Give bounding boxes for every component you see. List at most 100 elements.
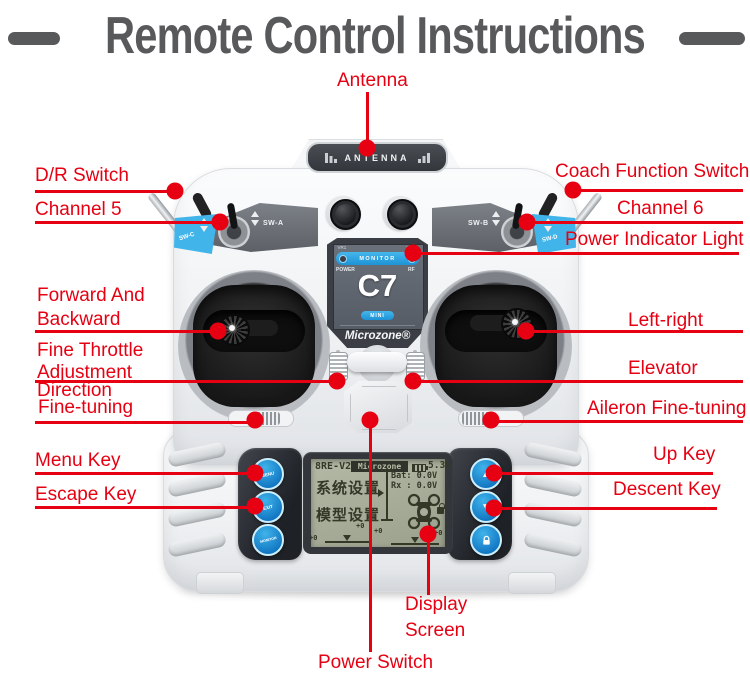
label-power-switch: Power Switch xyxy=(318,652,434,673)
callout-dot-power-indicator xyxy=(404,244,422,262)
label-coach-function-switch: Coach Function Switch xyxy=(555,161,750,182)
callout-line-menu-key xyxy=(35,472,256,475)
label-adjustment: Adjustment xyxy=(37,362,133,383)
callout-line-dr-switch xyxy=(35,190,176,193)
power-switch-inner xyxy=(350,386,408,430)
sw-d-down-arrow-icon xyxy=(544,226,552,232)
callout-dot-channel6 xyxy=(518,213,536,231)
callout-dot-up-key xyxy=(485,464,503,482)
callout-line-forward-backward xyxy=(35,330,219,333)
lcd-trim-bar-right xyxy=(391,543,439,545)
rf-screen-label: RF xyxy=(408,267,415,273)
lcd-trim-zero-1: +0 xyxy=(309,534,318,542)
callout-line-fine-throttle xyxy=(35,380,338,383)
callout-dot-power-switch xyxy=(361,411,379,429)
label-up-key: Up Key xyxy=(653,444,716,465)
left-blue-wedge: SW-C xyxy=(174,214,218,254)
label-elevator: Elevator xyxy=(628,358,698,379)
callout-dot-menu-key xyxy=(246,464,264,482)
lcd-lock-shackle xyxy=(438,503,445,509)
power-screen-label: POWER xyxy=(336,267,355,273)
left-foot xyxy=(196,572,244,594)
lcd-bat-line: Bat: 0.0V xyxy=(391,471,438,481)
lcd-voltage: 5.3V xyxy=(428,460,451,471)
label-channel6: Channel 6 xyxy=(617,198,704,219)
callout-line-coach xyxy=(572,189,743,192)
callout-dot-fine-throttle xyxy=(328,372,346,390)
callout-line-left-right xyxy=(526,330,743,333)
lcd-trim-zero-3: +0 xyxy=(374,527,383,535)
label-channel5: Channel 5 xyxy=(35,199,122,220)
callout-line-antenna xyxy=(366,92,369,149)
callout-dot-descent-key xyxy=(485,499,503,517)
page-title: Remote Control Instructions xyxy=(104,7,646,65)
lcd-model: 8RE-V2 xyxy=(315,461,352,472)
callout-dot-aileron-trim xyxy=(482,411,500,429)
label-forward-and: Forward And xyxy=(37,285,145,306)
callout-line-power-indicator xyxy=(413,252,739,255)
lcd-trim-zero-2: +0 xyxy=(356,522,365,530)
screen-divider xyxy=(340,325,415,326)
lcd-gauge-marker xyxy=(378,489,384,497)
label-left-right: Left-right xyxy=(628,310,703,331)
callout-dot-elevator xyxy=(404,372,422,390)
sw-b-up-arrow-icon xyxy=(492,211,500,217)
callout-line-channel5 xyxy=(35,221,221,224)
sw-c-down-arrow-icon xyxy=(200,226,208,232)
antenna-badge: ANTENNA xyxy=(306,142,448,173)
callout-dot-left-right xyxy=(517,322,535,340)
lcd-brand-badge: Microzone xyxy=(351,461,408,472)
battery-icon xyxy=(412,464,428,472)
mini-pill: MINI xyxy=(361,311,394,320)
label-menu-key: Menu Key xyxy=(35,450,121,471)
lcd-trim-bar-left xyxy=(325,541,371,543)
callout-line-descent-key xyxy=(494,507,717,510)
signal-icon-left xyxy=(324,152,337,163)
callout-line-up-key xyxy=(494,472,713,475)
monitor-pill-label: MONITOR xyxy=(359,255,396,262)
label-direction: Direction xyxy=(37,380,112,401)
exit-button-label: EXIT xyxy=(262,503,274,511)
sw-a-down-arrow-icon xyxy=(251,220,259,226)
handle-bar xyxy=(347,352,407,372)
callout-dot-channel5 xyxy=(211,213,229,231)
sw-b-down-arrow-icon xyxy=(492,220,500,226)
drone-icon xyxy=(407,493,441,530)
label-power-indicator-light: Power Indicator Light xyxy=(565,229,744,250)
callout-line-escape-key xyxy=(35,506,256,509)
antenna-badge-label: ANTENNA xyxy=(344,152,410,163)
label-display-screen: Screen xyxy=(405,620,466,641)
signal-icon-right xyxy=(417,152,430,163)
label-display: Display xyxy=(405,594,468,615)
aileron-stick-center xyxy=(512,319,518,325)
callout-dot-escape-key xyxy=(246,497,264,515)
callout-line-aileron-trim xyxy=(491,420,743,423)
label-antenna: Antenna xyxy=(337,70,408,91)
label-direction-fine-tuning: Fine-tuning xyxy=(38,397,134,418)
callout-dot-antenna xyxy=(358,139,376,157)
label-backward: Backward xyxy=(37,309,121,330)
sw-b-label: SW-B xyxy=(468,220,489,227)
sw-b-arrows xyxy=(492,211,500,226)
sw-d-label: SW-D xyxy=(541,234,559,244)
title-dash-right xyxy=(679,32,745,45)
lcd-menu-item-system: 系统设置 xyxy=(316,479,381,497)
callout-dot-direction-trim xyxy=(246,411,264,429)
label-aileron-fine-tuning: Aileron Fine-tuning xyxy=(587,398,747,419)
callout-dot-dr-switch xyxy=(166,182,184,200)
monitor-button-label: MONITOR xyxy=(259,536,277,544)
callout-line-power-switch xyxy=(369,419,372,652)
callout-line-direction-trim xyxy=(35,421,256,424)
lcd-trim-marker-left xyxy=(343,535,351,541)
label-escape-key: Escape Key xyxy=(35,484,137,505)
monitor-button: MONITOR xyxy=(252,524,284,556)
lcd-gauge-top-cap xyxy=(381,469,393,471)
label-dr-switch: D/R Switch xyxy=(35,165,129,186)
callout-line-elevator xyxy=(413,380,743,383)
sw-a-up-arrow-icon xyxy=(251,211,259,217)
power-switch xyxy=(344,381,412,433)
title-dash-left xyxy=(8,32,60,45)
lock-icon xyxy=(482,535,490,545)
